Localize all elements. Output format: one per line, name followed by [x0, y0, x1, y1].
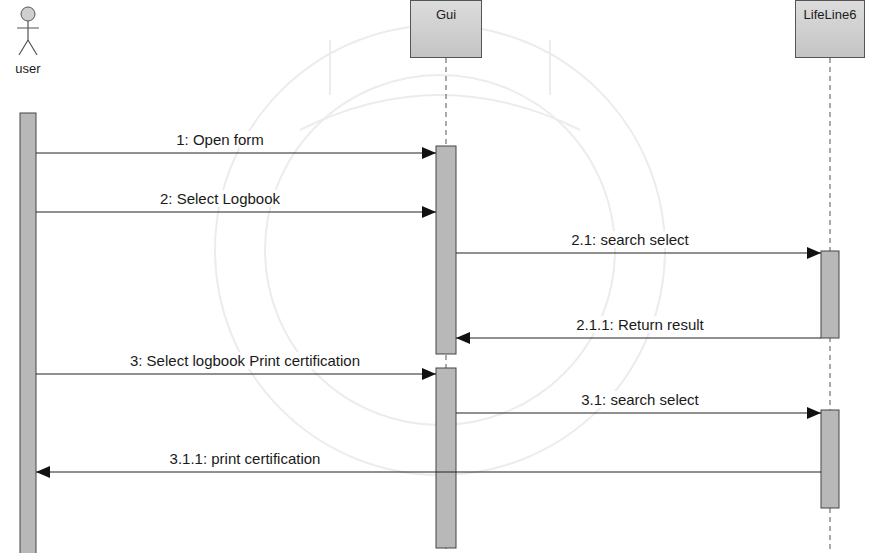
activation-bar [821, 251, 839, 338]
message-label: 3.1: search select [579, 391, 701, 408]
message-label: 3: Select logbook Print certification [128, 352, 362, 369]
activation-bar [821, 410, 839, 508]
activation-bar [436, 146, 456, 354]
message-arrow [36, 211, 436, 212]
actor-figure [5, 0, 51, 58]
message-arrow [36, 152, 436, 153]
message-arrow [456, 252, 821, 253]
message-label: 2: Select Logbook [158, 190, 282, 207]
actor-name: user [15, 61, 40, 76]
actor: user [5, 0, 51, 80]
lifeline-head: LifeLine6 [795, 0, 865, 58]
lifeline-name: LifeLine6 [804, 7, 857, 22]
message-arrow [456, 412, 821, 413]
lifeline-name: Gui [436, 7, 456, 22]
lifeline-head: Gui [410, 0, 482, 58]
message-label: 2.1.1: Return result [574, 316, 706, 333]
message-label: 2.1: search select [569, 231, 691, 248]
message-label: 3.1.1: print certification [168, 450, 323, 467]
activation-bar [436, 368, 456, 548]
message-arrow [36, 471, 821, 472]
message-label: 1: Open form [174, 131, 266, 148]
message-arrow [456, 337, 821, 338]
message-arrow [36, 373, 436, 374]
activation-bar [20, 113, 36, 553]
